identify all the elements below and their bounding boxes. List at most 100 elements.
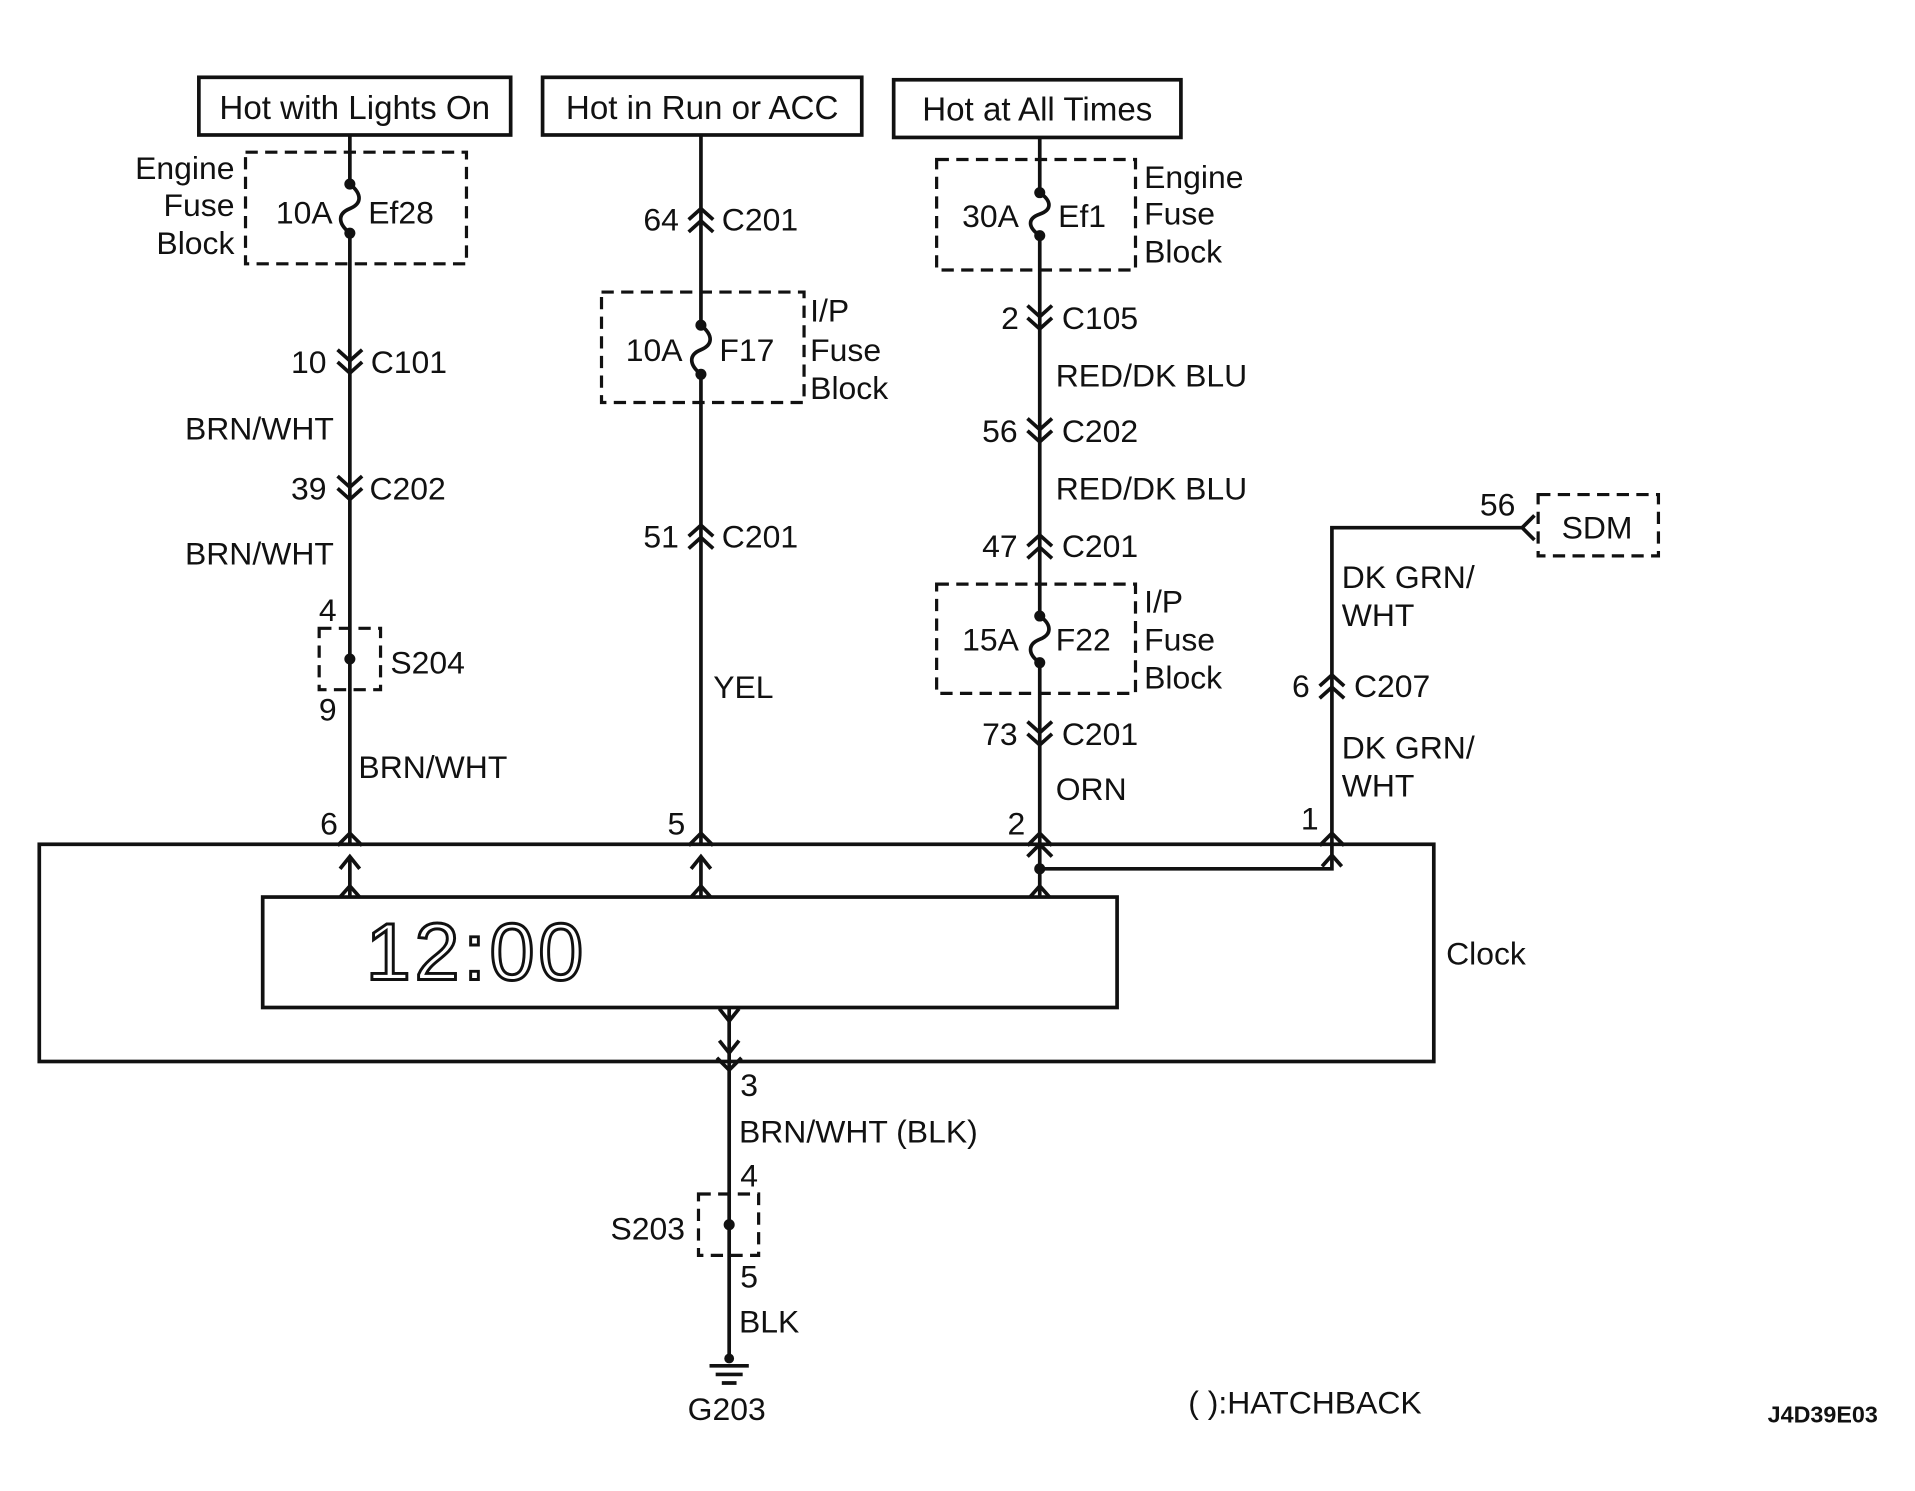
splice-pin-in: 4 [740, 1158, 758, 1194]
fuse-block-label-line3: Block [1144, 659, 1222, 695]
connector-name: C105 [1062, 300, 1138, 336]
internal-lead [1039, 844, 1334, 871]
fuse-terminal-dot [344, 178, 356, 190]
connector-symbol [687, 522, 715, 550]
wire-color-label: ORN [1056, 771, 1127, 807]
wire-color-label: BRN/WHT (BLK) [739, 1113, 978, 1149]
splice-pin-in: 4 [319, 592, 337, 628]
connector-pin: 64 [643, 202, 679, 238]
connector-pin: 39 [291, 470, 327, 506]
lights-circuit: Engine Fuse Block 10A Ef28 10 C101 BRN/W… [135, 134, 507, 845]
engine-fuse-block-outline [243, 150, 469, 266]
power-sources: Hot with Lights On Hot in Run or ACC Hot… [197, 75, 1183, 140]
fuse-block-label-line3: Block [1144, 234, 1222, 270]
connector-symbol [1026, 304, 1054, 332]
connector-symbol [1318, 672, 1346, 700]
engine-fuse-block-outline [935, 157, 1138, 272]
clock-display-panel [260, 895, 1119, 1010]
fuse-block-label-line2: Fuse [810, 332, 881, 368]
connector-pin: 10 [291, 344, 327, 380]
clock-pin-number: 2 [1008, 805, 1026, 841]
display-terminal-symbol [689, 883, 713, 899]
connector-name: C101 [371, 344, 447, 380]
fuse-rating: 30A [962, 198, 1019, 234]
connector-name: C202 [369, 470, 445, 506]
arrow-up-icon [689, 853, 713, 870]
display-terminal-symbol [338, 883, 362, 899]
connector-pin: 51 [643, 518, 679, 554]
clock-display-readout: 12:00 [366, 907, 587, 997]
fuse-terminal-dot [1034, 187, 1046, 199]
fuse-symbol [689, 323, 712, 376]
fuse-block-label-line1: Engine [135, 150, 234, 186]
source-box-lights [197, 75, 513, 137]
fuse-block-label-line2: Fuse [164, 187, 235, 223]
splice-outline [317, 626, 383, 692]
source-label-all-times: Hot at All Times [922, 91, 1152, 128]
fuse-block-label-line2: Fuse [1144, 621, 1215, 657]
fuse-id: F22 [1056, 621, 1111, 657]
connector-pin: 6 [1292, 668, 1310, 704]
arrow-up-icon [338, 853, 362, 870]
connector-name: C201 [1062, 528, 1138, 564]
fuse-block-label-line1: I/P [810, 293, 849, 329]
wire-segment [1330, 525, 1523, 845]
connector-symbol [1026, 532, 1054, 560]
hatchback-legend: ( ):HATCHBACK [1188, 1385, 1421, 1421]
wire-color-label: RED/DK BLU [1056, 358, 1248, 394]
fuse-block-label-line3: Block [156, 225, 234, 261]
ip-fuse-block-outline [935, 582, 1138, 695]
display-terminal-symbol [1028, 883, 1051, 899]
sdm-pin-number: 56 [1480, 486, 1516, 522]
clock-label: Clock [1446, 936, 1526, 972]
connector-name: C201 [722, 518, 798, 554]
source-label-run-acc: Hot in Run or ACC [566, 90, 839, 127]
run-acc-circuit: 64 C201 I/P Fuse Block 10A F17 51 C201 Y… [599, 134, 888, 845]
clock-pin-number: 5 [668, 805, 686, 841]
clock-housing [37, 842, 1436, 1064]
fuse-terminal-dot [695, 319, 707, 331]
sdm-module-outline [1536, 492, 1661, 558]
ground-label: G203 [688, 1391, 766, 1427]
splice-outline [696, 1192, 761, 1257]
wire-color-label-line1: DK GRN/ [1342, 729, 1475, 765]
pin-terminal-symbol [715, 1056, 743, 1073]
connector-name: C201 [722, 202, 798, 238]
connector-pin: 2 [1001, 300, 1019, 336]
fuse-rating: 10A [626, 332, 683, 368]
connector-symbol [687, 206, 715, 234]
fuse-terminal-dot [1034, 610, 1046, 622]
fuse-block-label-line3: Block [810, 370, 888, 406]
splice-dot [723, 1219, 735, 1231]
fuse-id: F17 [719, 332, 774, 368]
clock-pin-number: 6 [320, 805, 338, 841]
connector-symbol [1026, 417, 1054, 445]
wire-color-label: RED/DK BLU [1056, 470, 1248, 506]
clock-pin-number: 1 [1301, 801, 1319, 837]
wire-color-label: BRN/WHT [185, 535, 334, 571]
connector-symbol [336, 474, 364, 502]
connector-name: C207 [1354, 668, 1430, 704]
wire-color-label: BLK [739, 1304, 799, 1340]
wire-color-label: BRN/WHT [358, 749, 507, 785]
splice-name: S204 [390, 645, 465, 681]
clock-component: 12:00 Clock [37, 830, 1526, 1064]
wire-color-label-line2: WHT [1342, 597, 1415, 633]
sdm-connector-symbol [1519, 514, 1536, 542]
fuse-block-label-line1: I/P [1144, 583, 1183, 619]
source-label-lights: Hot with Lights On [219, 90, 490, 127]
connector-name: C201 [1062, 716, 1138, 752]
fuse-symbol [338, 182, 361, 235]
fuse-id: Ef28 [368, 194, 434, 230]
connector-pin: 73 [982, 716, 1018, 752]
splice-name: S203 [610, 1210, 685, 1246]
figure-id: J4D39E03 [1768, 1401, 1878, 1427]
connector-pin: 47 [982, 528, 1018, 564]
wire-color-label: YEL [713, 669, 773, 705]
fuse-symbol [1028, 191, 1051, 238]
battery-circuit: Engine Fuse Block 30A Ef1 2 C105 RED/DK … [935, 137, 1248, 845]
source-box-all-times [891, 77, 1183, 140]
pin-terminal-symbol [336, 830, 364, 847]
fuse-rating: 10A [276, 194, 333, 230]
